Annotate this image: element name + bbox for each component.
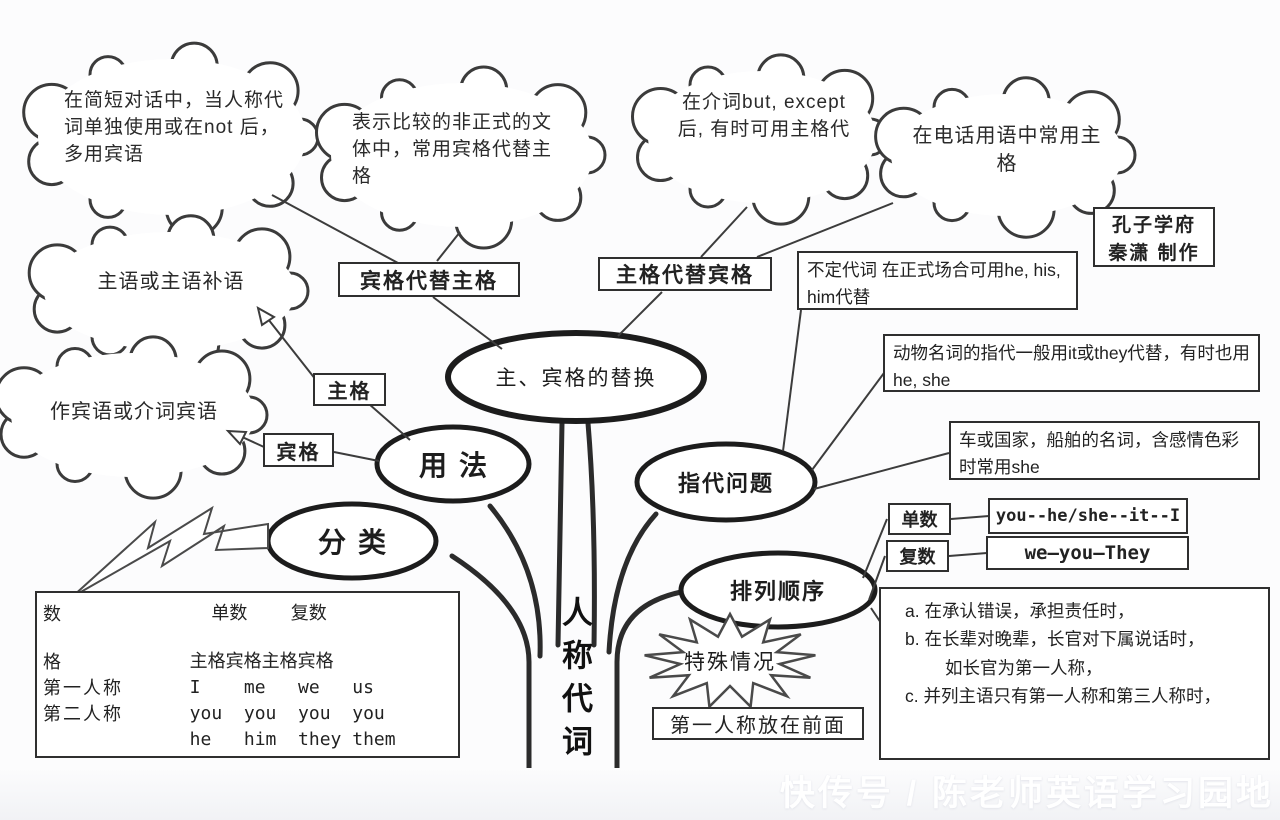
- table-row: he him they them: [168, 729, 396, 750]
- box-first-person-front: 第一人称放在前面: [652, 707, 864, 740]
- box-subjective-replaces-objective: 主格代替宾格: [598, 257, 772, 291]
- node-order-label: 排列顺序: [729, 579, 826, 604]
- table-row: 数 单数 复数: [43, 603, 327, 624]
- credit-line1: 孔子学府: [1111, 215, 1196, 236]
- special-case-c: c. 并列主语只有第一人称和第三人称时，: [905, 686, 1221, 707]
- cloud-short-dialogue-text: 在简短对话中，当人称代词单独使用或在not 后，多用宾语: [64, 90, 285, 165]
- node-special-label: 特殊情况: [684, 651, 776, 674]
- credit-line2: 秦潇 制作: [1108, 242, 1200, 264]
- cloud-but-except-text: 在介词but, except 后, 有时可用主格代: [677, 92, 851, 140]
- node-classification-label: 分类: [317, 527, 398, 558]
- trunk-title: 人称代词: [557, 596, 592, 768]
- box-objective-replaces-subjective: 宾格代替主格: [338, 262, 520, 297]
- special-case-a: a. 在承认错误，承担责任时，: [905, 601, 1135, 621]
- cloud-informal-style-text: 表示比较的非正式的文体中，常用宾格代替主格: [352, 112, 553, 187]
- cloud-telephone: [874, 76, 1137, 239]
- special-cases-box: a. 在承认错误，承担责任时， b. 在长辈对晚辈，长官对下属说话时， 如长官为…: [879, 587, 1270, 760]
- box-singular: 单数: [888, 503, 951, 535]
- cloud-but-except: [631, 53, 890, 226]
- table-row: 格 主格宾格主格宾格: [43, 651, 334, 672]
- note-animal-nouns: 动物名词的指代一般用it或they代替，有时也用he, she: [883, 334, 1260, 392]
- node-usage-label: 用法: [418, 450, 499, 481]
- special-case-starburst: [644, 611, 816, 710]
- credit-box: 孔子学府 秦潇 制作: [1093, 207, 1215, 267]
- node-usage-ellipse: [374, 424, 532, 504]
- lightning-connector: [71, 505, 269, 598]
- table-row: 第二人称 you you you you: [43, 703, 385, 724]
- bottom-band: [0, 768, 1280, 820]
- cloud-object-role-text: 作宾语或介词宾语: [50, 401, 218, 423]
- box-subjective-case: 主格: [313, 373, 386, 406]
- node-order-ellipse: [678, 550, 878, 630]
- special-case-b: b. 在长辈对晚辈，长官对下属说话时，: [905, 629, 1205, 650]
- arrowhead-to-subject-cloud: [256, 306, 276, 327]
- node-substitution-ellipse: [445, 330, 707, 424]
- table-row: 第一人称 I me we us: [43, 677, 374, 698]
- box-plural: 复数: [886, 540, 949, 572]
- box-objective-case: 宾格: [263, 433, 334, 467]
- note-vehicle-country-nouns: 车或国家，船舶的名词，含感情色彩时常用she: [949, 421, 1260, 480]
- pronoun-table: 数 单数 复数 格 主格宾格主格宾格 第一人称 I me we us 第二人称 …: [35, 591, 460, 758]
- special-case-b-example: 如长官为第一人称，: [945, 657, 1103, 678]
- watermark: 快传号 / 陈老师英语学习园地: [779, 774, 1274, 813]
- cloud-informal-style: [315, 65, 607, 250]
- connector-lines: [239, 194, 990, 624]
- node-substitution-label: 主、宾格的替换: [495, 367, 657, 390]
- cloud-subject-role-text: 主语或主语补语: [97, 271, 245, 293]
- note-indefinite-pronoun: 不定代词 在正式场合可用he, his, him代替: [797, 251, 1078, 310]
- cloud-object-role: [0, 335, 269, 500]
- box-singular-order: you--he/she--it--I: [988, 498, 1188, 534]
- node-reference-ellipse: [634, 441, 818, 523]
- tree-branches: [449, 420, 684, 820]
- box-plural-order: we—you—They: [986, 536, 1189, 570]
- node-reference-label: 指代问题: [677, 471, 774, 496]
- cloud-telephone-text: 在电话用语中常用主格: [912, 125, 1102, 176]
- arrowhead-to-object-cloud: [225, 429, 248, 446]
- cloud-subject-role: [27, 214, 310, 373]
